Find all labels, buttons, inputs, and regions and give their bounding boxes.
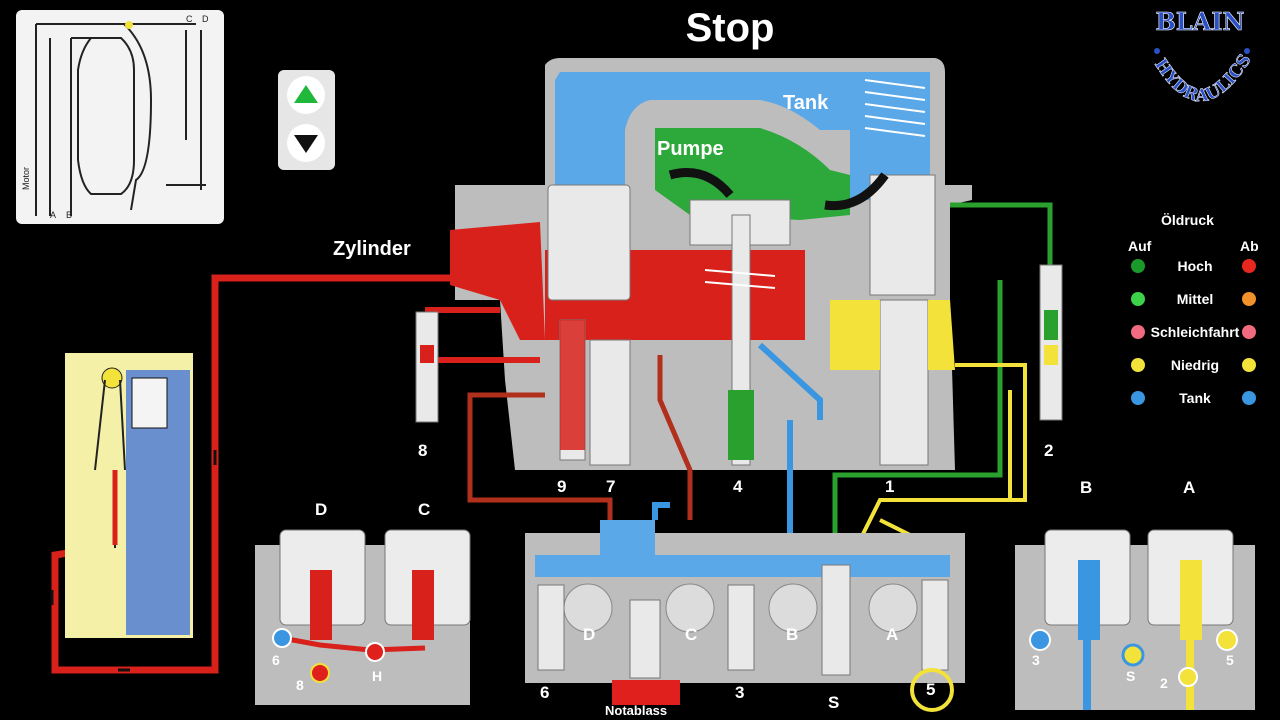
label-valve-1: 1	[885, 477, 895, 496]
lower-cartridges	[537, 564, 949, 679]
label-port-c: C	[685, 625, 698, 644]
label-right-3: 3	[1032, 652, 1040, 668]
legend-row-label: Schleichfahrt	[1150, 324, 1240, 340]
highlight-ring-5	[910, 668, 954, 712]
legend-dot-ab	[1242, 325, 1256, 339]
floor-selector	[278, 70, 335, 170]
legend-row-label: Hoch	[1177, 258, 1213, 274]
legend-dot-auf	[1131, 292, 1145, 306]
minimap-shaft-diagram	[35, 21, 206, 216]
label-right-s: S	[1126, 668, 1136, 684]
label-lower-5: 5	[926, 680, 936, 699]
legend-dots	[1131, 259, 1256, 405]
valve-2	[1039, 264, 1063, 421]
legend-dot-auf	[1131, 325, 1145, 339]
label-coil-b: B	[1080, 478, 1093, 497]
pump-chamber	[655, 128, 850, 220]
triangle-down-icon	[294, 135, 318, 153]
label-lower-s: S	[828, 693, 840, 712]
pipe-valve-8	[425, 307, 540, 363]
label-left-8: 8	[296, 677, 304, 693]
legend-dot-ab	[1242, 391, 1256, 405]
minimap[interactable]: Motor A B C D	[16, 10, 224, 224]
left-block-pipes	[281, 635, 426, 653]
label-coil-c: C	[418, 500, 431, 519]
minimap-label-motor: Motor	[21, 166, 31, 190]
spring-pump	[704, 269, 776, 289]
legend-dot-ab	[1242, 358, 1256, 372]
minimap-label-d: D	[202, 14, 209, 24]
label-valve-7: 7	[606, 477, 616, 496]
logo-bottom-text: HYDRAULICS	[1150, 51, 1256, 107]
valve-8	[415, 311, 439, 423]
label-tank: Tank	[783, 92, 829, 114]
label-port-b: B	[786, 625, 799, 644]
legend-row-label: Niedrig	[1170, 357, 1220, 373]
label-valve-8: 8	[418, 441, 428, 460]
label-lower-3: 3	[735, 683, 745, 702]
label-pumpe: Pumpe	[657, 138, 724, 160]
label-right-5: 5	[1226, 652, 1234, 668]
pump-arrow	[668, 168, 734, 198]
pipe-red-lower	[467, 355, 693, 520]
label-valve-2: 2	[1044, 441, 1054, 460]
lower-ports	[563, 583, 918, 633]
label-left-6: 6	[272, 652, 280, 668]
label-coil-d: D	[315, 500, 328, 519]
legend-dot-auf	[1131, 358, 1145, 372]
elevator-car	[131, 377, 168, 429]
minimap-label-c: C	[186, 14, 193, 24]
floor-up-button[interactable]	[287, 76, 325, 114]
label-notablass: Notablass	[605, 703, 668, 718]
pipe-low	[848, 363, 1027, 561]
svg-text:HYDRAULICS: HYDRAULICS	[1150, 51, 1255, 107]
legend-row-label: Mittel	[1176, 291, 1214, 307]
legend-title: Öldruck	[1161, 212, 1214, 228]
notablass-button[interactable]	[612, 680, 680, 705]
tank-arrow	[824, 172, 889, 211]
label-lower-6: 6	[540, 683, 550, 702]
lower-tank-channel	[535, 555, 950, 577]
legend-dot-ab	[1242, 292, 1256, 306]
spool-9-red	[560, 320, 585, 450]
label-zylinder: Zylinder	[333, 238, 411, 260]
label-coil-a: A	[1183, 478, 1196, 497]
solenoid-d-core	[310, 570, 332, 640]
label-valve-9: 9	[557, 477, 567, 496]
minimap-label-a: A	[50, 210, 57, 220]
low-pressure-area	[830, 300, 955, 370]
label-port-d: D	[583, 625, 596, 644]
label-right-2: 2	[1160, 675, 1168, 691]
blain-hydraulics-logo: BLAIN HYDRAULICS	[1150, 7, 1256, 107]
state-title: Stop	[685, 6, 775, 50]
label-port-a: A	[886, 625, 899, 644]
legend-ab: Ab	[1240, 238, 1259, 254]
cylinder-port	[450, 222, 545, 340]
minimap-label-b: B	[66, 210, 73, 220]
solenoid-c-core	[412, 570, 434, 640]
spool-4-green	[728, 390, 754, 460]
pipe-high-up	[832, 202, 1053, 545]
floor-down-button[interactable]	[287, 124, 325, 162]
label-valve-4: 4	[733, 477, 743, 496]
legend-dot-ab	[1242, 259, 1256, 273]
legend-dot-auf	[1131, 259, 1145, 273]
pipe-cylinder-lift	[51, 274, 455, 674]
logo-top-text: BLAIN	[1156, 7, 1245, 36]
legend-auf: Auf	[1128, 238, 1152, 254]
label-left-h: H	[372, 668, 383, 684]
triangle-up-icon	[294, 85, 318, 103]
legend-row-label: Tank	[1179, 390, 1211, 406]
legend-dot-auf	[1131, 391, 1145, 405]
spring-tank	[864, 79, 926, 137]
tank-chamber	[555, 72, 930, 200]
